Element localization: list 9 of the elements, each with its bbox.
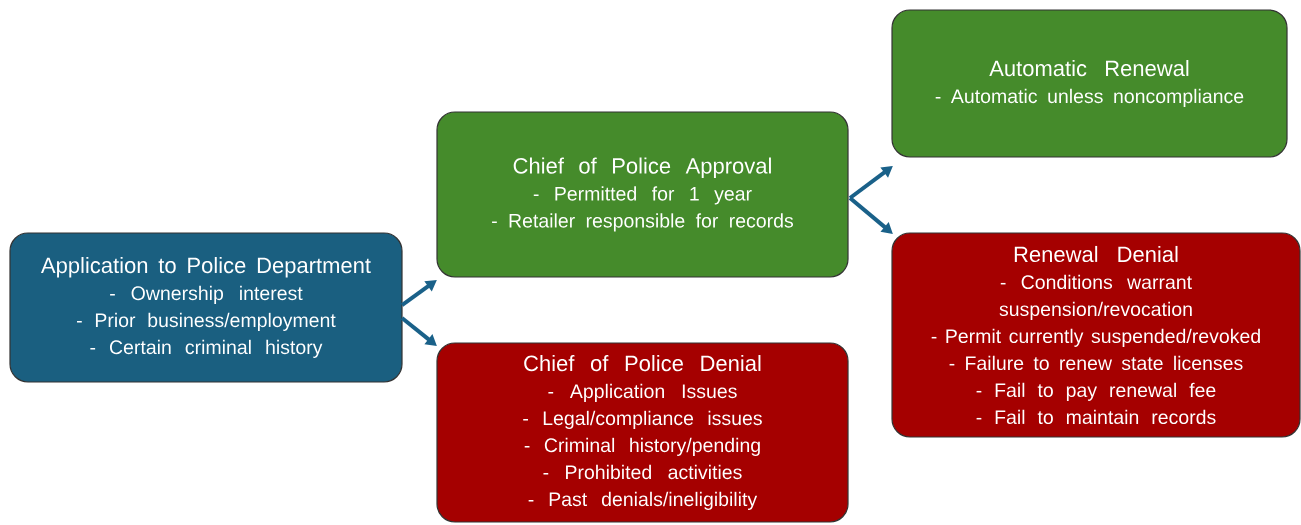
arrow bbox=[400, 280, 437, 307]
process-box: Application to Police Department - Ownership interest - Prior business/employment - Certain criminal history bbox=[9, 232, 403, 383]
approval-box: Automatic Renewal - Automatic unless noncompliance bbox=[891, 9, 1288, 158]
arrow bbox=[848, 196, 893, 234]
arrow bbox=[848, 166, 893, 200]
denial-box: Chief of Police Denial - Application Issues - Legal/compliance issues - Criminal history/pending - Prohibited activities - Past denials/ineligibility bbox=[436, 342, 849, 523]
denial-box: Renewal Denial - Conditions warrant suspension/revocation - Permit currently suspended/revoked - Failure to renew state licenses - Fail to pay renewal fee - Fail to maintain records bbox=[891, 232, 1301, 438]
approval-box: Chief of Police Approval - Permitted for 1 year - Retailer responsible for records bbox=[436, 111, 849, 278]
arrow bbox=[400, 316, 437, 346]
